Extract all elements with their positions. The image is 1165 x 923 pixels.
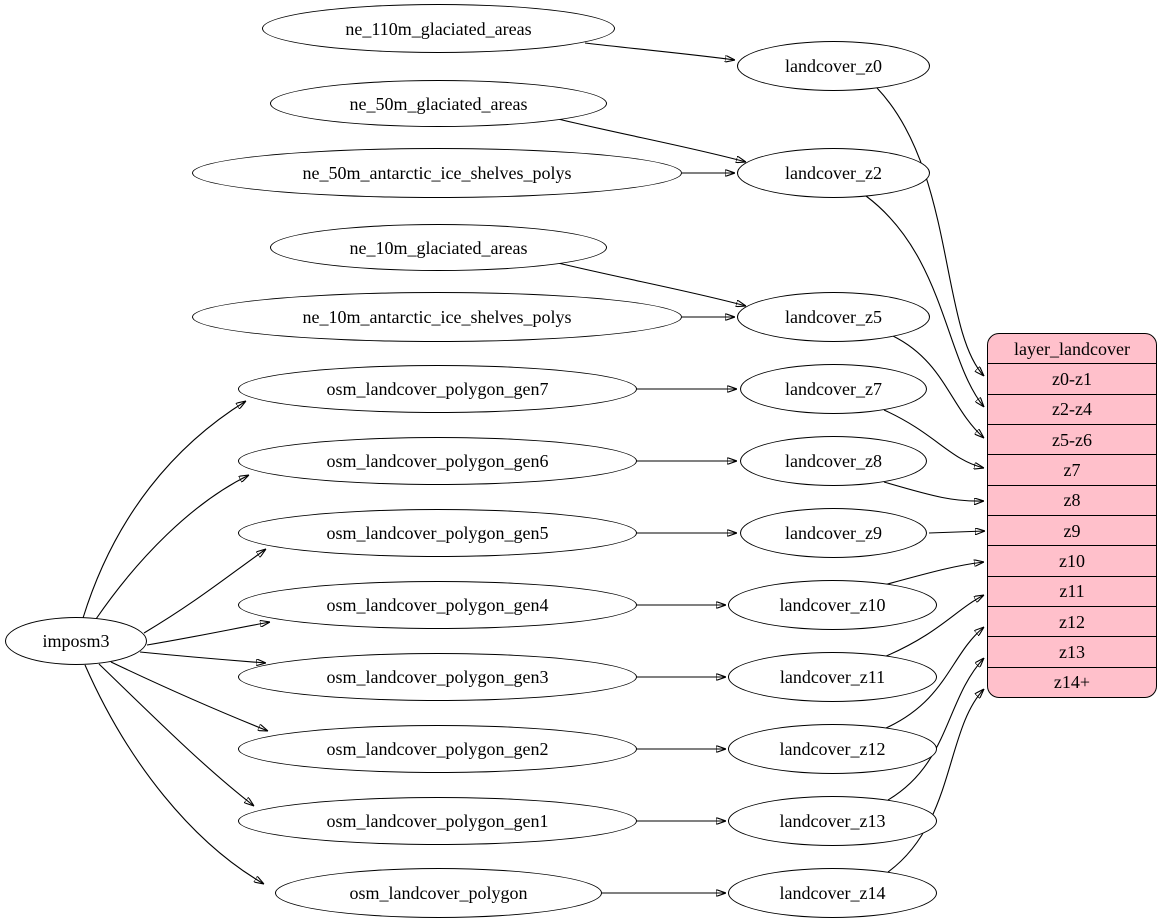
node-osm-landcover-polygon-gen5: osm_landcover_polygon_gen5 <box>238 509 637 557</box>
node-label: landcover_z2 <box>785 163 882 183</box>
node-osm-landcover-polygon-gen6: osm_landcover_polygon_gen6 <box>238 437 637 485</box>
node-landcover-z14: landcover_z14 <box>728 868 937 918</box>
node-label: osm_landcover_polygon_gen6 <box>326 451 549 471</box>
node-label: landcover_z7 <box>785 379 882 399</box>
node-osm-landcover-polygon-gen4: osm_landcover_polygon_gen4 <box>238 581 637 629</box>
record-row-z0-z1: z0-z1 <box>988 363 1156 393</box>
record-row-z14plus: z14+ <box>988 666 1156 697</box>
node-label: osm_landcover_polygon <box>349 883 528 903</box>
node-label: landcover_z0 <box>785 56 882 76</box>
node-label: ne_50m_antarctic_ice_shelves_polys <box>302 163 572 183</box>
edge-imposm3-to-osm-landcover-polygon-gen6 <box>95 475 249 620</box>
node-label: landcover_z10 <box>779 595 886 615</box>
record-title: layer_landcover <box>1014 338 1130 359</box>
node-landcover-z13: landcover_z13 <box>728 796 937 846</box>
edge-ne-10m-glaciated-areas-to-landcover-z5 <box>557 262 746 306</box>
record-row-z10: z10 <box>988 545 1156 575</box>
record-row-z2-z4: z2-z4 <box>988 393 1156 424</box>
node-imposm3: imposm3 <box>5 617 147 665</box>
node-ne-10m-glaciated-areas: ne_10m_glaciated_areas <box>270 224 607 271</box>
node-landcover-z12: landcover_z12 <box>728 724 937 774</box>
node-landcover-z9: landcover_z9 <box>740 508 927 558</box>
edge-landcover-z0-to-row-z0-z1 <box>876 87 984 376</box>
record-row-z8: z8 <box>988 484 1156 515</box>
node-label: ne_110m_glaciated_areas <box>345 18 532 39</box>
edge-imposm3-to-osm-landcover-polygon <box>84 664 264 884</box>
node-label: osm_landcover_polygon_gen7 <box>326 379 549 399</box>
record-row-z9: z9 <box>988 514 1156 545</box>
edge-landcover-z8-to-row-z8 <box>883 481 984 501</box>
edge-ne-110m-glaciated-areas-to-landcover-z0 <box>584 42 735 60</box>
edge-landcover-z7-to-row-z7 <box>883 409 984 468</box>
node-label: landcover_z8 <box>785 451 882 471</box>
node-label: osm_landcover_polygon_gen2 <box>326 739 549 759</box>
node-landcover-z5: landcover_z5 <box>737 292 930 342</box>
record-row-z13: z13 <box>988 636 1156 666</box>
node-label: landcover_z13 <box>779 811 886 831</box>
node-landcover-z8: landcover_z8 <box>740 436 927 486</box>
edge-landcover-z14-to-row-z14plus <box>887 689 984 873</box>
node-ne-50m-antarctic-ice-shelves-polys: ne_50m_antarctic_ice_shelves_polys <box>192 148 682 198</box>
node-ne-50m-glaciated-areas: ne_50m_glaciated_areas <box>270 80 607 127</box>
node-label: osm_landcover_polygon_gen3 <box>326 667 549 687</box>
edge-ne-50m-glaciated-areas-to-landcover-z2 <box>557 118 746 162</box>
record-row-z11: z11 <box>988 575 1156 606</box>
node-landcover-z0: landcover_z0 <box>737 41 930 91</box>
node-label: landcover_z9 <box>785 523 882 543</box>
node-label: landcover_z5 <box>785 307 882 327</box>
edge-landcover-z9-to-row-z9 <box>928 531 985 533</box>
edge-landcover-z12-to-row-z12 <box>885 627 984 729</box>
record-layer-landcover: layer_landcover z0-z1 z2-z4 z5-z6 z7 z8 … <box>987 333 1157 698</box>
record-row-z12: z12 <box>988 605 1156 636</box>
edge-landcover-z10-to-row-z10 <box>883 562 984 586</box>
node-label: landcover_z11 <box>779 667 886 687</box>
node-label: osm_landcover_polygon_gen5 <box>326 523 549 543</box>
node-label: imposm3 <box>42 631 110 651</box>
edge-imposm3-to-osm-landcover-polygon-gen1 <box>98 663 254 806</box>
node-osm-landcover-polygon: osm_landcover_polygon <box>275 868 602 918</box>
node-osm-landcover-polygon-gen3: osm_landcover_polygon_gen3 <box>238 653 637 701</box>
edge-landcover-z11-to-row-z11 <box>883 595 984 658</box>
node-label: osm_landcover_polygon_gen4 <box>326 595 549 615</box>
node-landcover-z2: landcover_z2 <box>737 148 930 198</box>
node-label: ne_10m_antarctic_ice_shelves_polys <box>302 307 572 327</box>
record-row-z5-z6: z5-z6 <box>988 423 1156 454</box>
node-label: osm_landcover_polygon_gen1 <box>326 811 549 831</box>
node-osm-landcover-polygon-gen2: osm_landcover_polygon_gen2 <box>238 725 637 773</box>
node-label: landcover_z12 <box>779 739 886 759</box>
node-ne-110m-glaciated-areas: ne_110m_glaciated_areas <box>262 4 615 53</box>
edge-imposm3-to-osm-landcover-polygon-gen5 <box>143 549 266 634</box>
node-landcover-z10: landcover_z10 <box>728 580 937 630</box>
node-landcover-z11: landcover_z11 <box>728 652 937 702</box>
node-osm-landcover-polygon-gen7: osm_landcover_polygon_gen7 <box>238 365 637 413</box>
edge-landcover-z13-to-row-z13 <box>887 658 984 801</box>
node-label: ne_50m_glaciated_areas <box>349 93 528 114</box>
edge-imposm3-to-osm-landcover-polygon-gen4 <box>146 622 270 646</box>
edge-imposm3-to-osm-landcover-polygon-gen7 <box>82 401 246 619</box>
node-ne-10m-antarctic-ice-shelves-polys: ne_10m_antarctic_ice_shelves_polys <box>192 292 682 342</box>
node-landcover-z7: landcover_z7 <box>740 364 927 414</box>
record-row-z7: z7 <box>988 454 1156 484</box>
node-label: landcover_z14 <box>779 883 886 903</box>
node-label: ne_10m_glaciated_areas <box>349 237 528 258</box>
edge-landcover-z5-to-row-z5-z6 <box>892 335 984 438</box>
node-osm-landcover-polygon-gen1: osm_landcover_polygon_gen1 <box>238 797 637 845</box>
edge-imposm3-to-osm-landcover-polygon-gen2 <box>110 661 268 731</box>
edge-landcover-z2-to-row-z2-z4 <box>865 195 984 407</box>
edge-imposm3-to-osm-landcover-polygon-gen3 <box>139 651 266 663</box>
